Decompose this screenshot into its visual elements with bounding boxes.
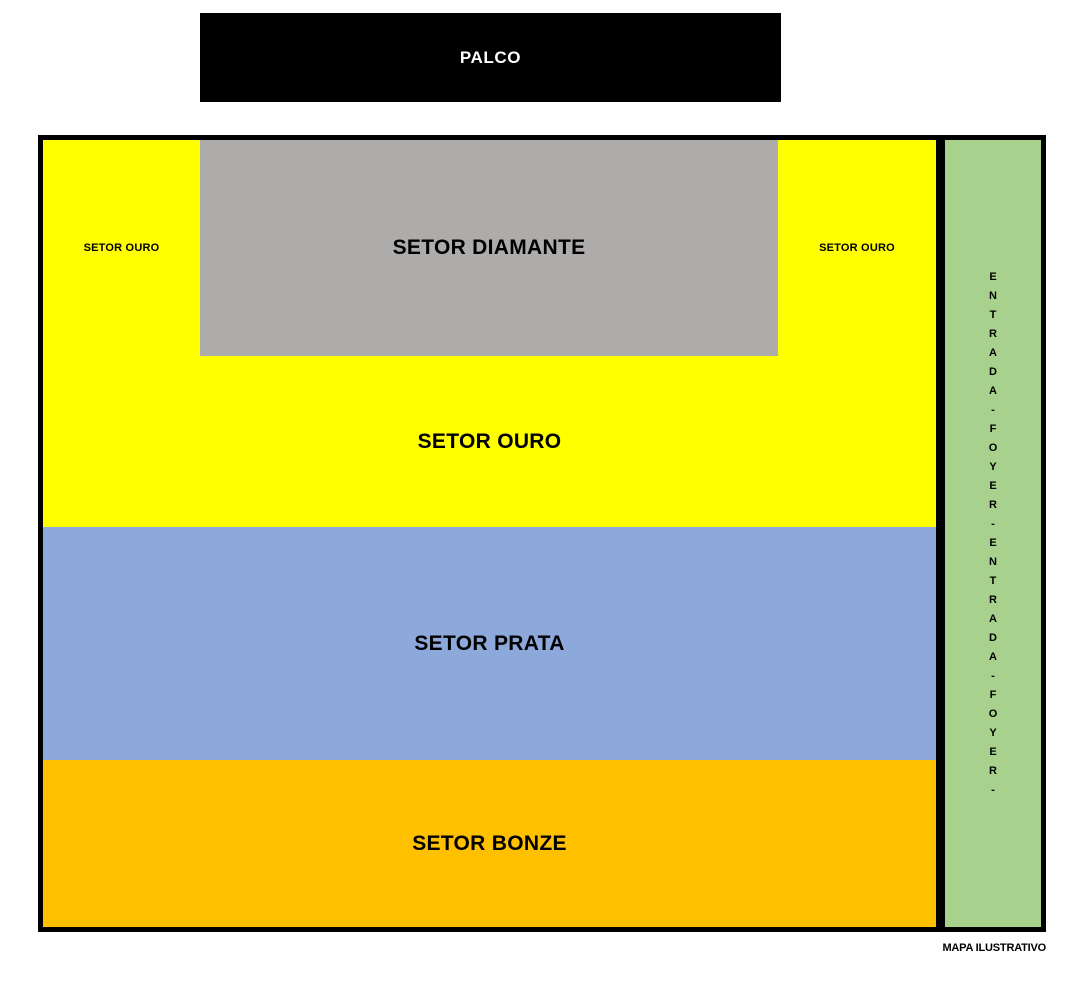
section-ouro-left[interactable]: SETOR OURO — [43, 140, 200, 356]
foyer-letter-0: E — [989, 270, 997, 283]
foyer-letter-7: - — [991, 403, 995, 416]
foyer-letter-22: F — [989, 688, 997, 701]
foyer-letter-4: A — [989, 346, 997, 359]
section-ouro-right-label: SETOR OURO — [819, 242, 895, 254]
foyer-letter-1: N — [989, 289, 997, 302]
illustrative-map-note: MAPA ILUSTRATIVO — [942, 942, 1046, 954]
section-bonze[interactable]: SETOR BONZE — [43, 760, 936, 927]
section-ouro-label: SETOR OURO — [417, 429, 562, 453]
section-diamante[interactable]: SETOR DIAMANTE — [200, 140, 778, 356]
section-diamante-label: SETOR DIAMANTE — [392, 236, 586, 259]
foyer-letter-6: A — [989, 384, 997, 397]
foyer-letter-27: - — [991, 783, 995, 796]
section-ouro-right[interactable]: SETOR OURO — [778, 140, 936, 356]
foyer-letter-24: Y — [989, 726, 997, 739]
foyer-letter-20: A — [989, 650, 997, 663]
foyer-letter-16: T — [989, 574, 997, 587]
section-prata[interactable]: SETOR PRATA — [43, 527, 936, 760]
foyer-letter-14: E — [989, 536, 997, 549]
foyer-letter-10: Y — [989, 460, 997, 473]
foyer-letter-21: - — [991, 669, 995, 682]
seating-area: SETOR OURO SETOR DIAMANTE SETOR OURO SET… — [43, 140, 1041, 927]
top-band: SETOR OURO SETOR DIAMANTE SETOR OURO — [43, 140, 936, 356]
section-prata-label: SETOR PRATA — [414, 631, 565, 655]
foyer-letter-2: T — [989, 308, 997, 321]
foyer-letter-15: N — [989, 555, 997, 568]
section-ouro[interactable]: SETOR OURO — [43, 356, 936, 527]
hall-outline: SETOR OURO SETOR DIAMANTE SETOR OURO SET… — [38, 135, 1046, 932]
foyer-letter-11: E — [989, 479, 997, 492]
foyer-letter-9: O — [988, 441, 998, 454]
section-bonze-label: SETOR BONZE — [412, 831, 567, 855]
stage-block[interactable]: PALCO — [200, 13, 781, 102]
foyer-letter-12: R — [989, 498, 997, 511]
foyer-letter-23: O — [988, 707, 998, 720]
foyer-letter-8: F — [989, 422, 997, 435]
foyer-letter-18: A — [989, 612, 997, 625]
foyer-letter-13: - — [991, 517, 995, 530]
foyer-letter-3: R — [989, 327, 997, 340]
stage-label: PALCO — [459, 47, 522, 67]
foyer-letter-5: D — [989, 365, 997, 378]
foyer-letter-19: D — [989, 631, 997, 644]
foyer-letter-25: E — [989, 745, 997, 758]
foyer-divider — [936, 140, 945, 927]
foyer-letter-17: R — [989, 593, 997, 606]
section-ouro-left-label: SETOR OURO — [83, 242, 160, 254]
foyer-letter-26: R — [989, 764, 997, 777]
